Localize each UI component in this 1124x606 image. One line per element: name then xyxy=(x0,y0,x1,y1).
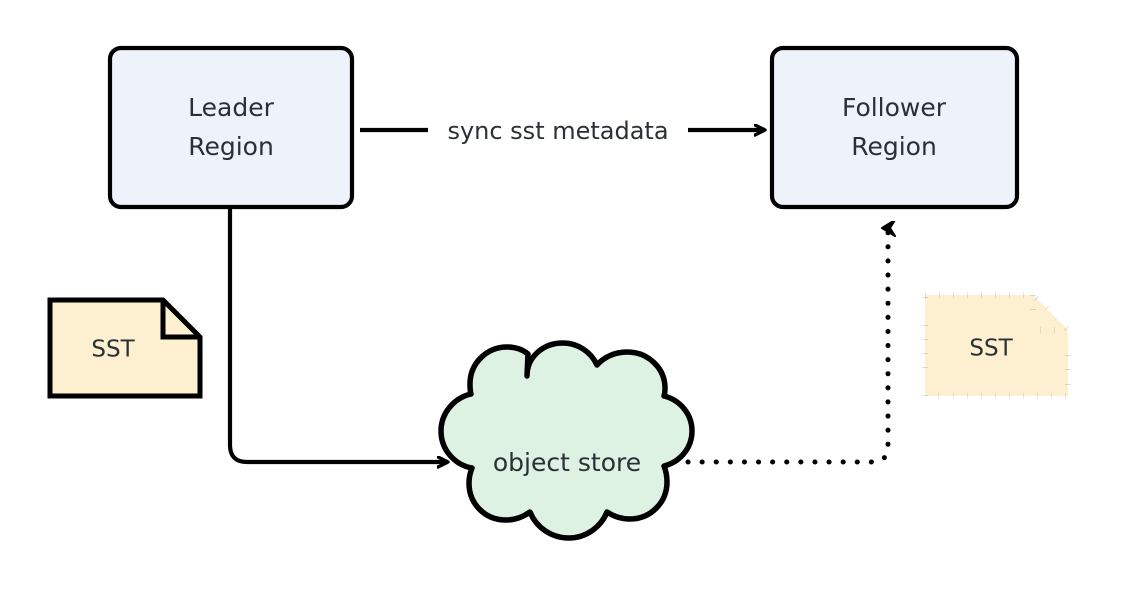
node-object-store[interactable]: object store xyxy=(438,340,695,541)
edge-label-backdrop xyxy=(428,110,688,152)
follower-region-label-line2: Region xyxy=(851,132,937,161)
object-store-label: object store xyxy=(493,448,641,477)
sst-leader-label: SST xyxy=(91,337,135,363)
edge-leader-to-follower: sync sst metadata xyxy=(360,110,765,152)
edge-label-sync-sst-metadata: sync sst metadata xyxy=(447,117,668,145)
edge-leader-to-object-store xyxy=(227,207,448,462)
sst-leader-fold-icon xyxy=(160,300,200,340)
follower-region-box[interactable] xyxy=(769,45,1020,210)
node-sst-leader[interactable]: SST xyxy=(47,297,203,399)
follower-region-label-line1: Follower xyxy=(842,93,947,122)
object-store-cloud-shape[interactable] xyxy=(438,340,695,541)
edge-object-store-to-follower xyxy=(685,228,888,465)
node-follower-region[interactable]: Follower Region xyxy=(769,45,1020,210)
edge-line-object-store-follower xyxy=(685,228,888,465)
sst-follower-document-shape[interactable] xyxy=(922,292,1071,399)
leader-region-box[interactable] xyxy=(107,45,355,210)
edge-line-leader-object-store xyxy=(227,207,448,462)
leader-region-label-line1: Leader xyxy=(188,93,274,122)
leader-region-label-line2: Region xyxy=(188,132,274,161)
sst-follower-label: SST xyxy=(969,336,1013,362)
node-sst-follower[interactable]: SST xyxy=(922,292,1071,399)
node-leader-region[interactable]: Leader Region xyxy=(107,45,355,210)
